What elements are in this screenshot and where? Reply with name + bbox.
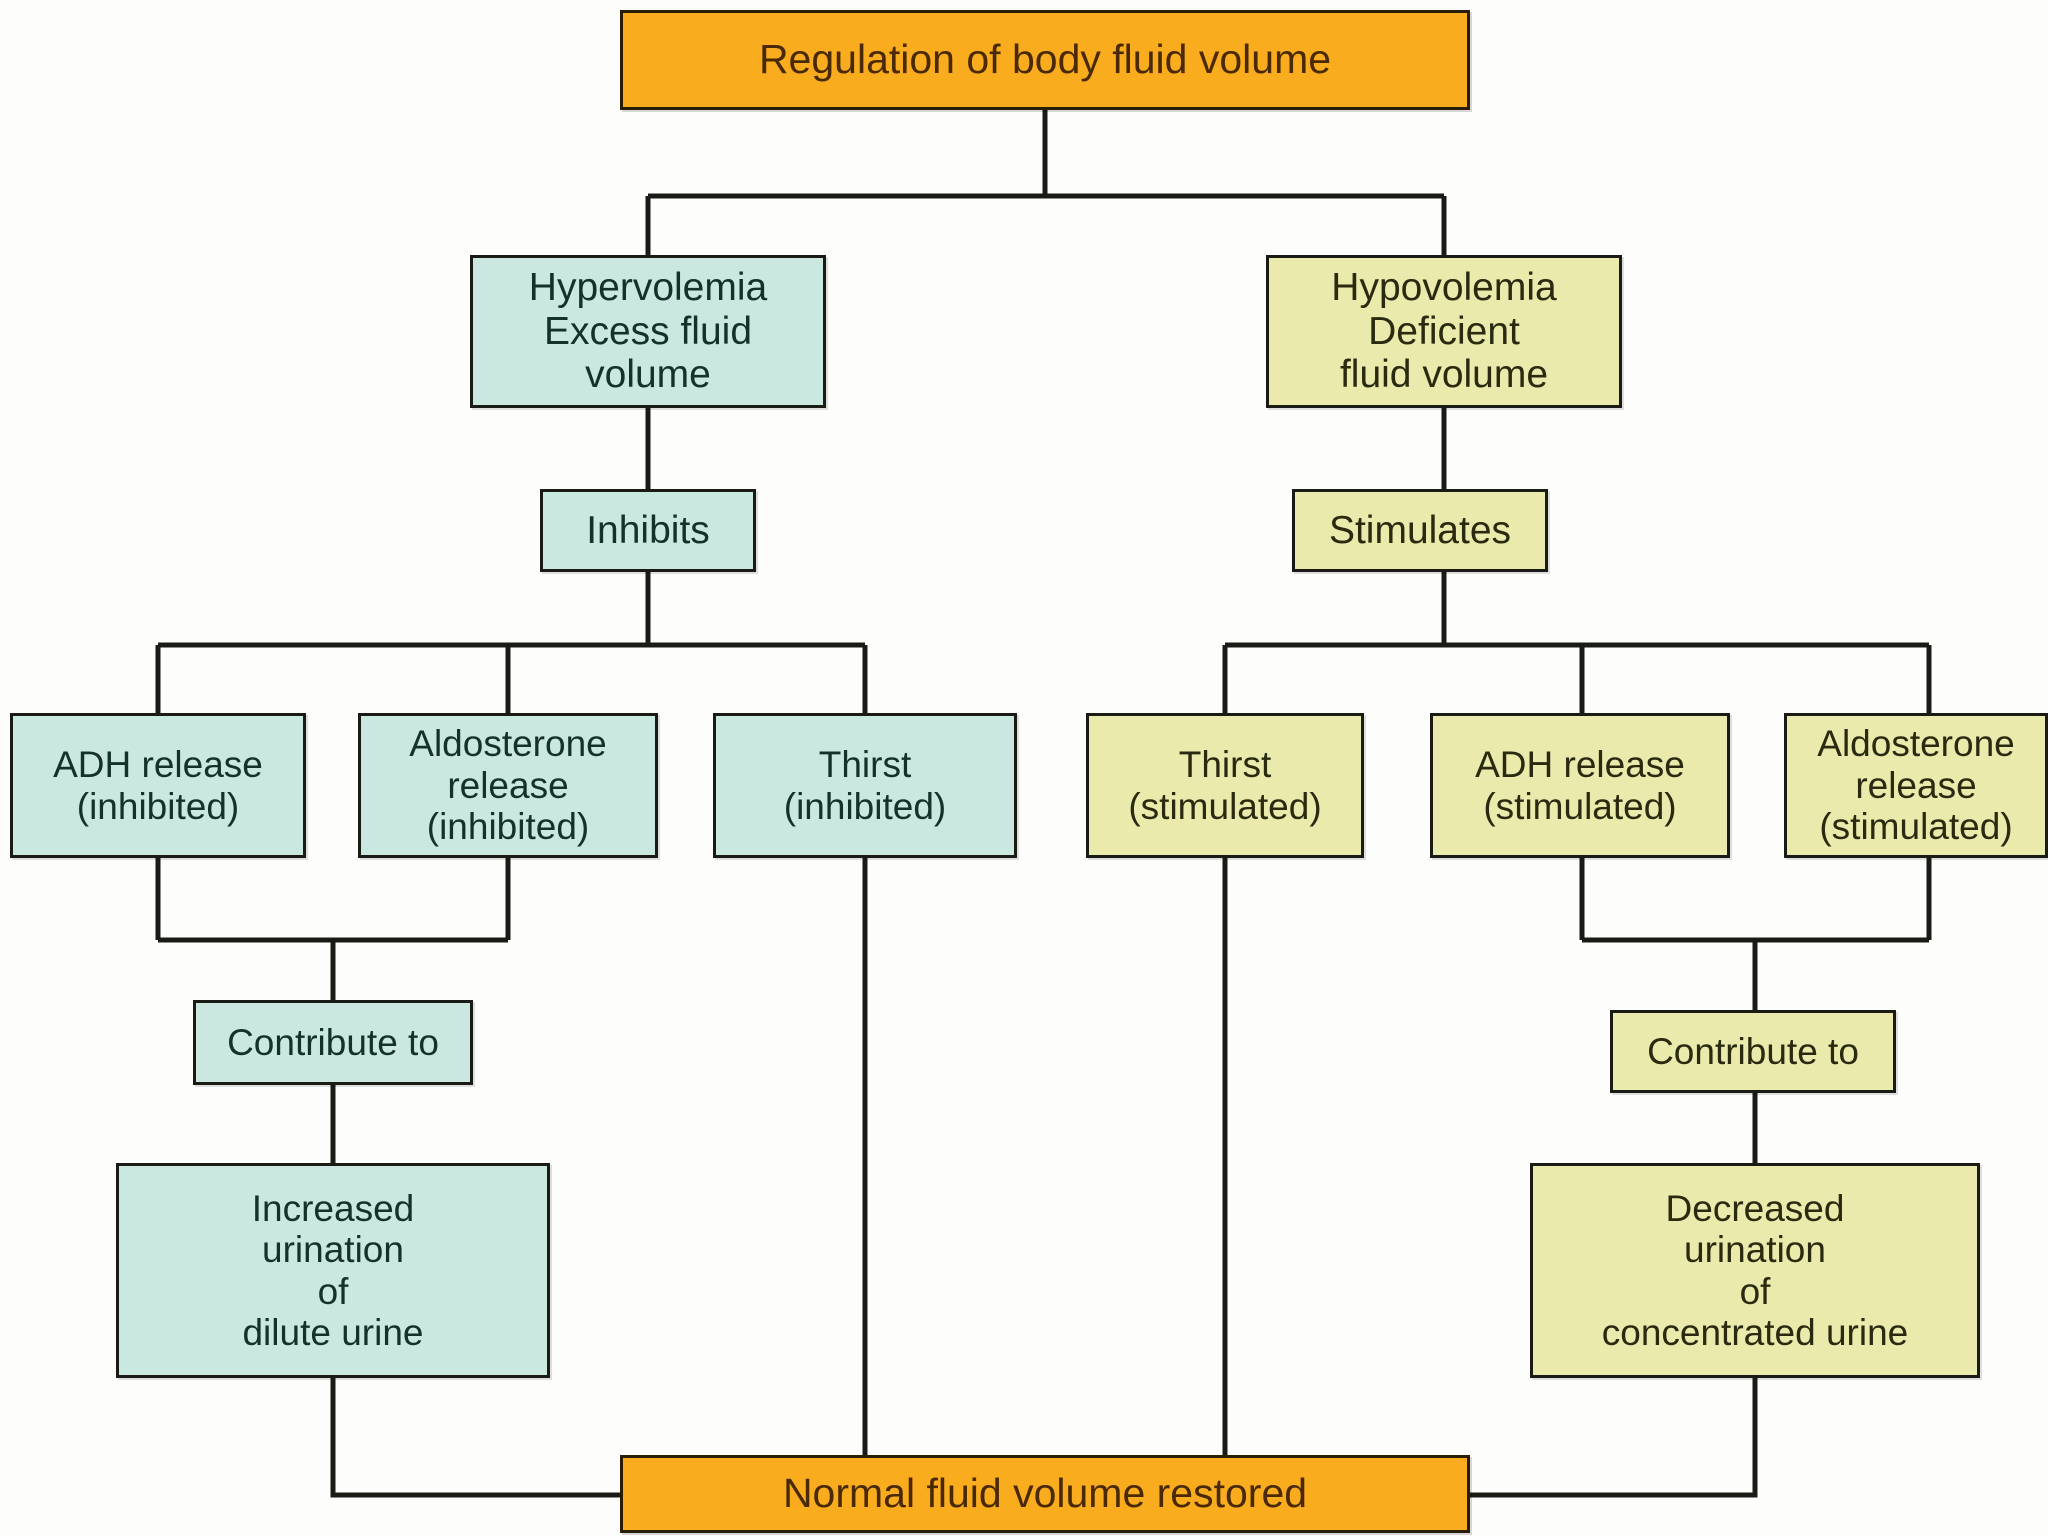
node-aldosterone-release-inhibited[interactable]: Aldosterone release (inhibited) [358,713,658,858]
node-adh-release-inhibited[interactable]: ADH release (inhibited) [10,713,306,858]
node-hypovolemia[interactable]: Hypovolemia Deficient fluid volume [1266,255,1622,408]
node-contribute-to-right[interactable]: Contribute to [1610,1010,1896,1093]
node-increased-urination[interactable]: Increased urination of dilute urine [116,1163,550,1378]
edge-increased-urination-out [330,1378,620,1498]
node-stimulates[interactable]: Stimulates [1292,489,1548,572]
node-thirst-stimulated[interactable]: Thirst (stimulated) [1086,713,1364,858]
node-contribute-to-left[interactable]: Contribute to [193,1000,473,1085]
node-inhibits[interactable]: Inhibits [540,489,756,572]
node-decreased-urination[interactable]: Decreased urination of concentrated urin… [1530,1163,1980,1378]
node-root[interactable]: Regulation of body fluid volume [620,10,1470,110]
node-aldosterone-release-stimulated[interactable]: Aldosterone release (stimulated) [1784,713,2048,858]
node-normal-fluid-volume-restored[interactable]: Normal fluid volume restored [620,1455,1470,1533]
node-thirst-inhibited[interactable]: Thirst (inhibited) [713,713,1017,858]
edge-decreased-urination-out [1468,1378,1758,1498]
node-adh-release-stimulated[interactable]: ADH release (stimulated) [1430,713,1730,858]
node-hypervolemia[interactable]: Hypervolemia Excess fluid volume [470,255,826,408]
